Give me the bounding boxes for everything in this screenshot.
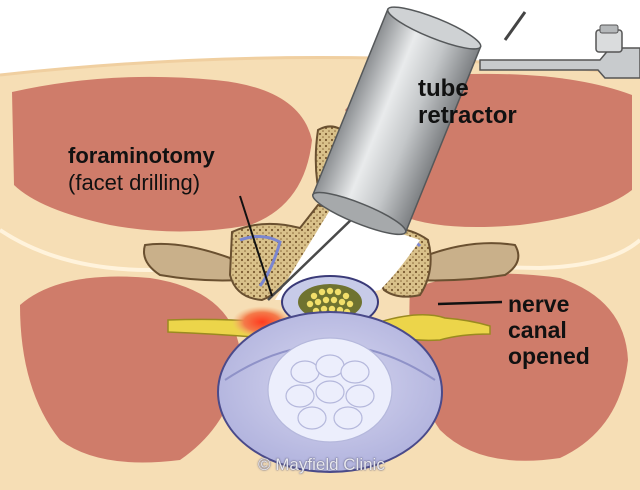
nerve-label: nerve: [508, 292, 569, 318]
copyright-watermark: © Mayfield Clinic: [258, 455, 385, 475]
foraminotomy-label: foraminotomy: [68, 144, 215, 169]
tube-label: tube: [418, 76, 469, 103]
facet-drilling-label: (facet drilling): [68, 171, 200, 196]
retractor-label: retractor: [418, 103, 517, 130]
nucleus-pulposus: [268, 338, 392, 442]
retractor-arm: [480, 12, 640, 78]
canal-label: canal: [508, 318, 567, 344]
opened-label: opened: [508, 344, 590, 370]
